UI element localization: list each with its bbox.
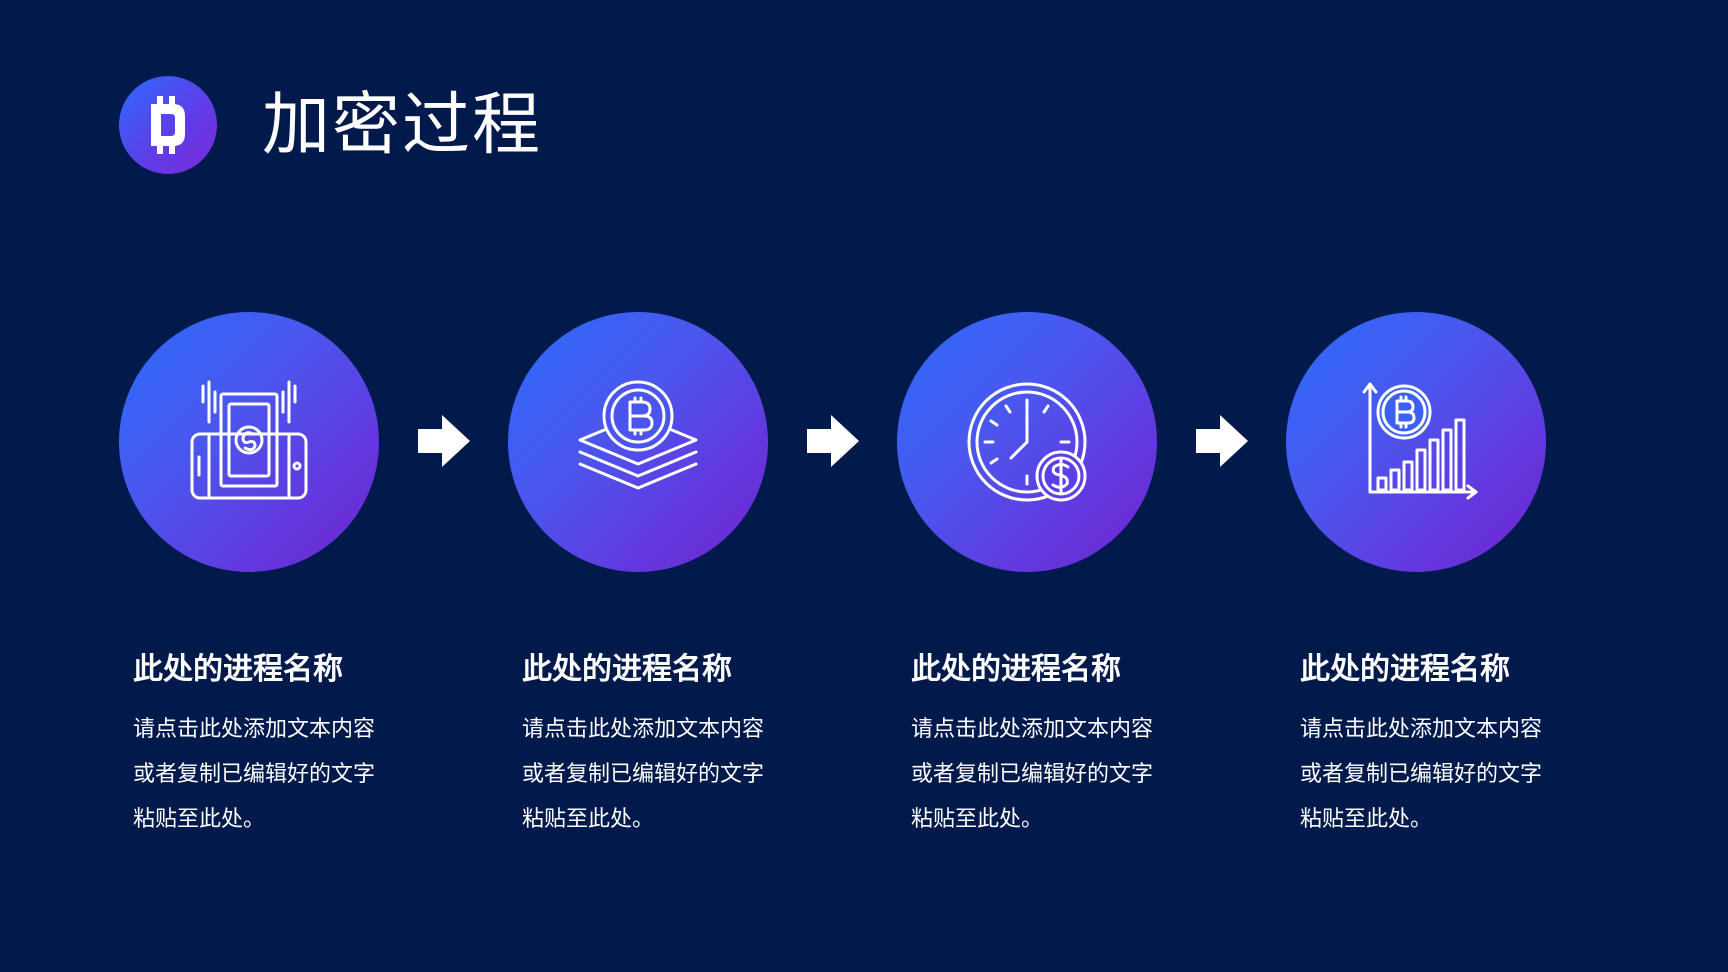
step-2-circle — [508, 312, 768, 572]
step-4-desc-line: 或者复制已编辑好的文字 — [1300, 762, 1543, 787]
step-2-desc-line: 请点击此处添加文本内容 — [522, 717, 765, 742]
page-title: 加密过程 — [262, 86, 543, 165]
right-arrow-icon — [807, 415, 859, 467]
step-1-desc-line: 请点击此处添加文本内容 — [133, 717, 376, 742]
step-1-name: 此处的进程名称 — [133, 652, 343, 687]
bitcoin-growth-chart-icon — [1362, 382, 1478, 500]
step-1-description: 请点击此处添加文本内容 或者复制已编辑好的文字 粘贴至此处。 — [133, 707, 433, 842]
step-2-desc-line: 粘贴至此处。 — [522, 807, 655, 832]
right-arrow-icon — [1196, 415, 1248, 467]
step-3-desc-line: 粘贴至此处。 — [911, 807, 1044, 832]
step-1-desc-line: 或者复制已编辑好的文字 — [133, 762, 376, 787]
step-4-circle — [1286, 312, 1546, 572]
bitcoin-stack-icon — [578, 380, 698, 490]
step-3-desc-line: 请点击此处添加文本内容 — [911, 717, 1154, 742]
step-4-desc-line: 粘贴至此处。 — [1300, 807, 1433, 832]
step-3-circle — [897, 312, 1157, 572]
step-3-desc-line: 或者复制已编辑好的文字 — [911, 762, 1154, 787]
step-2-name: 此处的进程名称 — [522, 652, 732, 687]
step-4-name: 此处的进程名称 — [1300, 652, 1510, 687]
step-3-description: 请点击此处添加文本内容 或者复制已编辑好的文字 粘贴至此处。 — [911, 707, 1211, 842]
step-4-description: 请点击此处添加文本内容 或者复制已编辑好的文字 粘贴至此处。 — [1300, 707, 1600, 842]
step-2-desc-line: 或者复制已编辑好的文字 — [522, 762, 765, 787]
step-1-desc-line: 粘贴至此处。 — [133, 807, 266, 832]
step-2-description: 请点击此处添加文本内容 或者复制已编辑好的文字 粘贴至此处。 — [522, 707, 822, 842]
step-1-circle — [119, 312, 379, 572]
clock-dollar-icon — [967, 382, 1087, 502]
right-arrow-icon — [418, 415, 470, 467]
crypto-coin-icon — [119, 76, 217, 174]
step-4-desc-line: 请点击此处添加文本内容 — [1300, 717, 1543, 742]
step-3-name: 此处的进程名称 — [911, 652, 1121, 687]
mobile-cash-transfer-icon — [190, 380, 308, 500]
